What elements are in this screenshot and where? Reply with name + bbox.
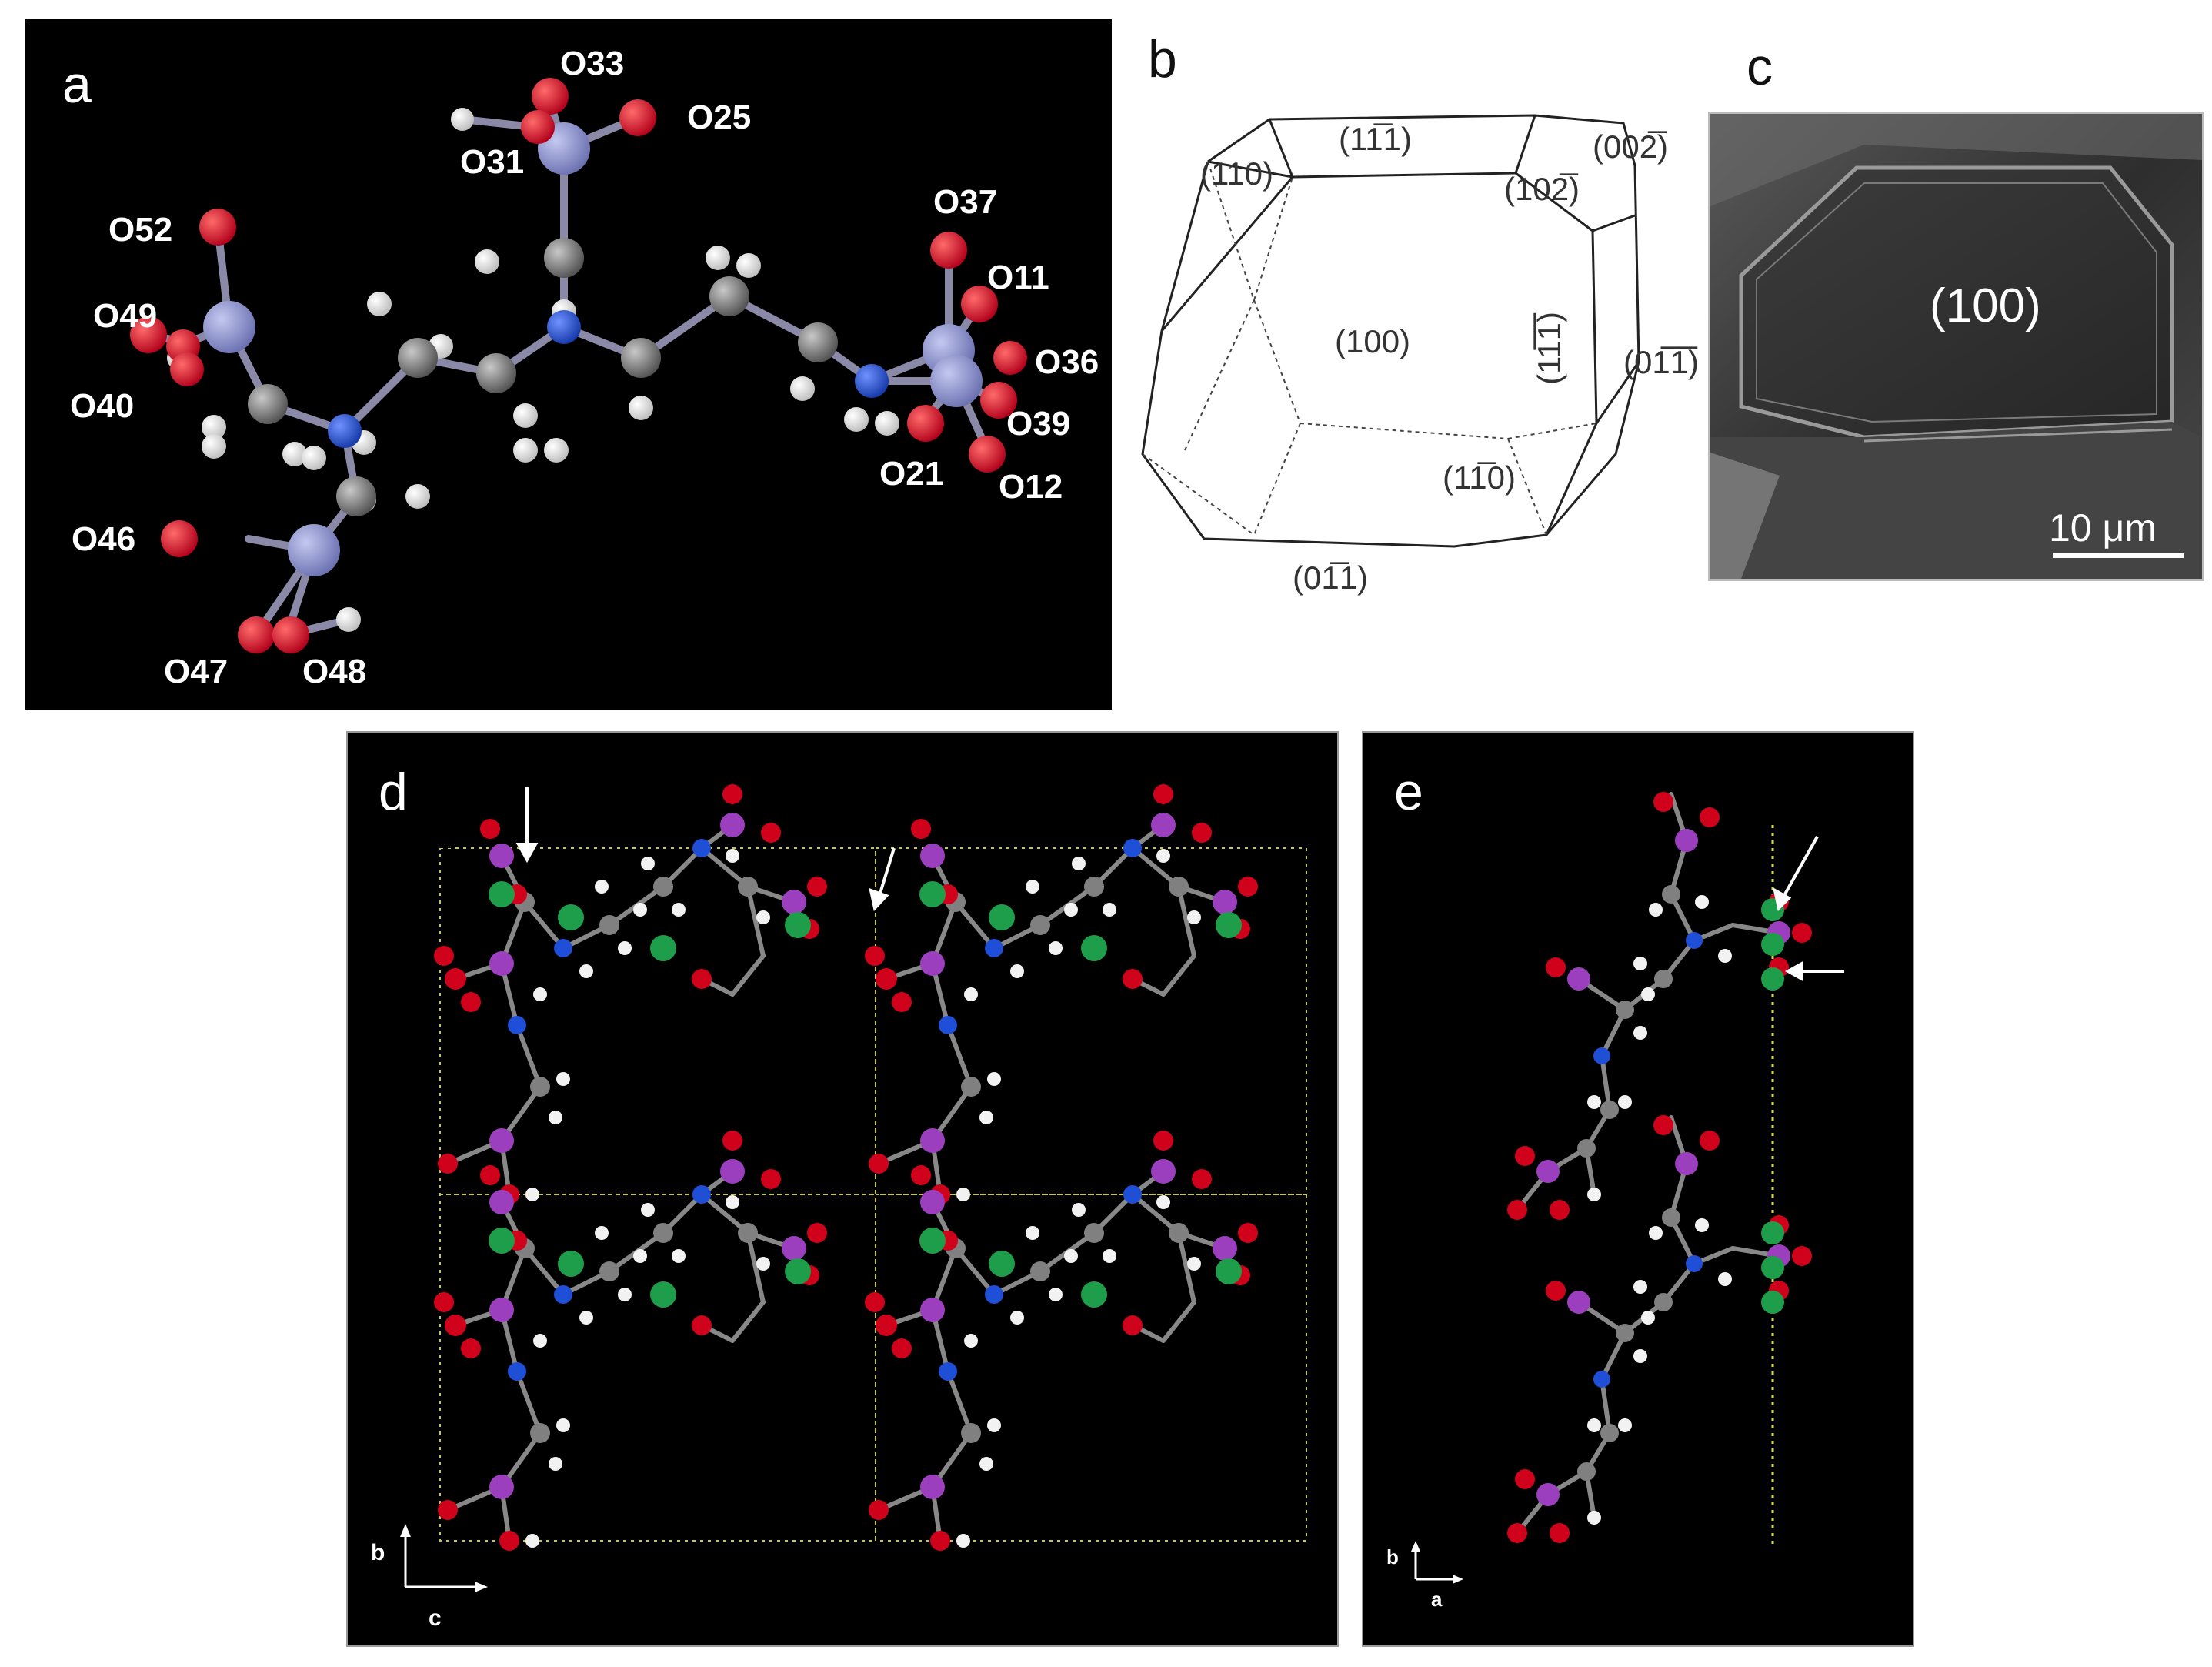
axis-indicator-e: b a bbox=[1386, 1541, 1463, 1611]
label-o37: O37 bbox=[933, 183, 997, 221]
arrows-e bbox=[1773, 836, 1844, 982]
axis-label-b-d: b bbox=[371, 1540, 385, 1565]
carbon-atoms bbox=[248, 238, 838, 516]
label-o12: O12 bbox=[999, 468, 1063, 506]
panel-e-letter: e bbox=[1394, 763, 1423, 821]
sem-facet-label: (100) bbox=[1930, 279, 2041, 332]
scale-bar-label: 10 μm bbox=[2049, 506, 2157, 550]
scale-bar bbox=[2053, 553, 2184, 558]
label-o31: O31 bbox=[460, 143, 524, 181]
molecule-d-3 bbox=[434, 1131, 827, 1551]
crystal-drawing: b (110) (11̅1) (002̅) (102̅) (100) (11̅1… bbox=[1141, 30, 1699, 596]
label-o36: O36 bbox=[1035, 343, 1099, 381]
label-o48: O48 bbox=[302, 653, 366, 690]
panel-e-packing-ab: b a e bbox=[1362, 731, 1914, 1647]
nitrogen-atoms bbox=[328, 310, 889, 448]
panel-a-letter: a bbox=[62, 55, 92, 114]
oxygen-atoms bbox=[130, 78, 1027, 653]
label-o39: O39 bbox=[1006, 405, 1070, 443]
facet-100: (100) bbox=[1335, 323, 1410, 359]
axis-label-c-d: c bbox=[429, 1605, 442, 1631]
facet-002b: (002̅) bbox=[1593, 129, 1668, 165]
panel-a-letter-box: a bbox=[25, 19, 141, 135]
axis-label-a-e: a bbox=[1431, 1588, 1443, 1611]
panel-d-packing-bc: b c d bbox=[346, 731, 1339, 1647]
unit-cell-lines-d bbox=[439, 847, 1307, 1542]
molecule-d-1 bbox=[434, 784, 827, 1204]
label-o11: O11 bbox=[987, 259, 1049, 296]
crystal-hidden-edges bbox=[1142, 161, 1597, 536]
label-o47: O47 bbox=[164, 653, 228, 690]
arrows-d bbox=[515, 787, 896, 912]
packing-ab-drawing: b a bbox=[1386, 733, 1844, 1611]
panel-d-letter-box: d bbox=[348, 733, 455, 848]
axis-indicator-d: b c bbox=[371, 1524, 488, 1631]
facet-11b0: (11̅0) bbox=[1443, 459, 1516, 496]
label-o33: O33 bbox=[560, 45, 624, 82]
sem-drawing: (100) 10 μm bbox=[1710, 114, 2202, 579]
label-o52: O52 bbox=[108, 211, 172, 249]
facet-11b1b: (11̅1̅) bbox=[1531, 312, 1567, 385]
panel-e-letter-box: e bbox=[1363, 733, 1471, 848]
facet-01b1b: (01̅1̅) bbox=[1623, 344, 1699, 380]
label-o49: O49 bbox=[93, 297, 157, 335]
facet-102b: (102̅) bbox=[1504, 171, 1580, 207]
facet-01b1: (01̅1) bbox=[1293, 560, 1368, 596]
molecule-drawing: O33 O25 O31 O52 O37 O11 O49 O36 O40 O39 … bbox=[70, 45, 1099, 690]
molecule-d-2 bbox=[865, 784, 1258, 1204]
axis-label-b-e: b bbox=[1386, 1545, 1399, 1568]
panel-c-letter-area: c bbox=[1731, 31, 1823, 108]
molecule-e-1 bbox=[1507, 792, 1812, 1220]
atom-labels: O33 O25 O31 O52 O37 O11 O49 O36 O40 O39 … bbox=[70, 45, 1099, 690]
panel-c-sem-image: (100) 10 μm bbox=[1708, 112, 2204, 581]
hydrogen-atoms bbox=[167, 108, 899, 632]
label-o25: O25 bbox=[687, 99, 751, 136]
phosphorus-atoms bbox=[203, 122, 983, 576]
panel-c-letter: c bbox=[1747, 38, 1773, 96]
panel-a-molecule: O33 O25 O31 O52 O37 O11 O49 O36 O40 O39 … bbox=[25, 19, 1112, 710]
molecule-d-4 bbox=[865, 1131, 1258, 1551]
facet-110: (110) bbox=[1200, 155, 1273, 192]
panel-b-crystal-habit: b (110) (11̅1) (002̅) (102̅) (100) (11̅1… bbox=[1116, 23, 1731, 608]
packing-bc-drawing: b c bbox=[371, 733, 1307, 1631]
label-o21: O21 bbox=[879, 455, 943, 493]
panel-d-letter: d bbox=[379, 763, 408, 821]
label-o46: O46 bbox=[72, 520, 135, 558]
crystal-solid-edges bbox=[1141, 114, 1640, 548]
panel-b-letter: b bbox=[1148, 30, 1177, 89]
label-o40: O40 bbox=[70, 387, 134, 425]
facet-11b1: (11̅1) bbox=[1339, 121, 1412, 157]
